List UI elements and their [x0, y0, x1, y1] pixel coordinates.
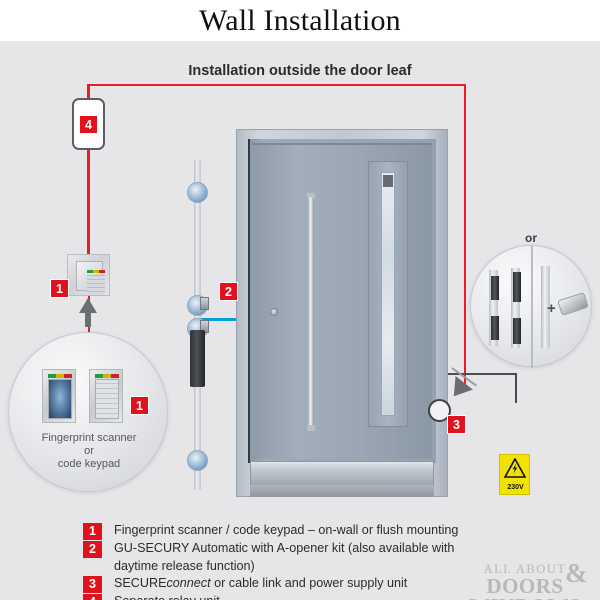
- diagram-subtitle: Installation outside the door leaf: [188, 63, 412, 79]
- badge-2: 2: [219, 282, 238, 301]
- legend-text-3: SECUREconnect or cable link and power su…: [114, 575, 483, 593]
- badge-1-callout: 1: [130, 396, 149, 415]
- status-led-icon: [87, 270, 105, 273]
- door-assembly: [236, 129, 448, 497]
- power-cable-horizontal: [443, 373, 517, 375]
- lock-rail-c: [541, 266, 550, 348]
- caption-line-2: or: [84, 445, 94, 457]
- legend-row-2: 2 GU-SECURY Automatic with A-opener kit …: [83, 540, 483, 575]
- warning-triangle-icon: [504, 458, 526, 478]
- fingerprint-sensor-icon: [48, 379, 72, 419]
- legend-badge-4: 4: [83, 594, 102, 600]
- page-title: Wall Installation: [199, 4, 401, 37]
- callout-right-or-label: or: [525, 231, 537, 245]
- door-glass-surround: [368, 161, 408, 427]
- lock-rail-a-case-bottom: [491, 316, 499, 340]
- brand-line-1-text: ALL ABOUT: [483, 562, 567, 576]
- legend-row-1: 1 Fingerprint scanner / code keypad – on…: [83, 522, 483, 540]
- legend-text-2: GU-SECURY Automatic with A-opener kit (a…: [114, 541, 455, 573]
- callout-divider: [531, 246, 533, 368]
- legend-text-1: Fingerprint scanner / code keypad – on-w…: [114, 523, 459, 537]
- handle-cap-top: [307, 193, 315, 199]
- keypad-keys-icon: [87, 275, 105, 295]
- handle-cap-bottom: [307, 425, 315, 431]
- legend-row-4: 4 Separate relay unit: [83, 593, 483, 600]
- status-led-icon: [95, 374, 119, 378]
- lock-roller-cam-bottom: [187, 450, 208, 471]
- red-cable-loop: [88, 84, 466, 384]
- door-glass-panel: [381, 172, 395, 416]
- door-leaf: [252, 143, 432, 459]
- callout-arrow-up-icon: [79, 298, 97, 313]
- badge-3: 3: [447, 415, 466, 434]
- lock-rail-b-case-top: [513, 272, 521, 302]
- door-handle: [308, 197, 314, 427]
- voltage-hazard-sign: 230V: [499, 454, 530, 495]
- lock-roller-cam-top: [187, 182, 208, 203]
- legend-3-post: or cable link and power supply unit: [210, 576, 408, 590]
- brand-ampersand: &: [565, 558, 589, 588]
- keypad-keys-icon: [95, 379, 119, 419]
- red-cable-to-relay: [87, 84, 89, 106]
- wall-keypad-body: [76, 261, 105, 295]
- red-cable-vertical: [87, 84, 89, 260]
- connection-node: [428, 399, 451, 422]
- wall-keypad-plate: [67, 254, 110, 296]
- legend-row-3: 3 SECUREconnect or cable link and power …: [83, 575, 483, 593]
- voltage-label: 230V: [507, 484, 524, 491]
- legend: 1 Fingerprint scanner / code keypad – on…: [83, 522, 483, 600]
- legend-text-4: Separate relay unit: [114, 593, 483, 600]
- legend-badge-1: 1: [83, 523, 102, 540]
- fingerprint-scanner-device: [42, 369, 76, 423]
- caption-line-1: Fingerprint scanner: [41, 432, 137, 444]
- brand-logo: ALL ABOUT& DOORS WINDOWS allaboutdoors.c…: [455, 558, 595, 600]
- lock-rail-a: [489, 270, 498, 346]
- power-cable-vertical: [515, 373, 517, 403]
- brand-line-3: WINDOWS: [455, 594, 595, 600]
- plus-sign-icon: +: [547, 300, 556, 317]
- brand-line-1: ALL ABOUT&: [455, 558, 595, 588]
- callout-arrow-stem: [85, 311, 91, 327]
- legend-3-em: connect: [166, 576, 211, 590]
- door-sill: [250, 461, 434, 487]
- caption-line-3: code keypad: [57, 458, 121, 470]
- diagram-board: Installation outside the door leaf 4 1: [0, 41, 600, 600]
- door-threshold: [250, 485, 434, 497]
- door-lock-cylinder: [270, 308, 278, 316]
- cylinder-module-icon: [557, 292, 589, 316]
- callout-right-circle: +: [470, 245, 592, 368]
- callout-left-caption: Fingerprint scanner or code keypad: [9, 432, 169, 471]
- badge-4: 4: [79, 115, 98, 134]
- legend-badge-2: 2: [83, 541, 102, 558]
- multipoint-lock-strip: [187, 160, 209, 490]
- lock-case-body: [190, 330, 205, 387]
- legend-3-pre: SECURE: [114, 576, 167, 590]
- lock-rail-b: [511, 268, 520, 348]
- badge-1-wall: 1: [50, 279, 69, 298]
- callout-left-circle: Fingerprint scanner or code keypad: [8, 332, 168, 492]
- brand-line-2: DOORS: [486, 574, 564, 598]
- lock-rail-b-case-bottom: [513, 318, 521, 344]
- legend-badge-3: 3: [83, 576, 102, 593]
- code-keypad-device: [89, 369, 123, 423]
- lock-rail-a-case-top: [491, 276, 499, 300]
- status-led-icon: [48, 374, 72, 378]
- lock-bolt-a: [200, 297, 209, 310]
- glass-highlight: [383, 175, 393, 187]
